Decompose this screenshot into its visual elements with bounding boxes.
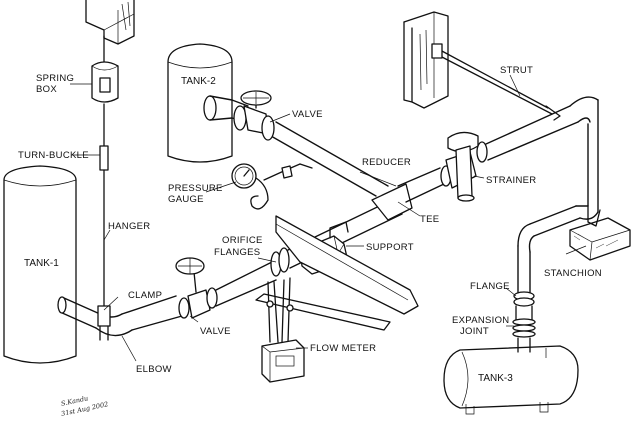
ceiling-beam-right: [403, 11, 449, 109]
tank-3: TANK-3: [443, 345, 579, 415]
label-flange: FLANGE: [470, 281, 510, 292]
tank-2-label: TANK-2: [181, 76, 216, 87]
label-pressure-2: GAUGE: [168, 194, 204, 205]
strut: [431, 43, 561, 121]
label-stanchion: STANCHION: [544, 268, 602, 279]
label-valve-top: VALVE: [292, 109, 323, 120]
main-pipe: [57, 121, 445, 337]
label-strainer: STRAINER: [486, 175, 536, 186]
label-expansion-1: EXPANSION: [452, 315, 509, 326]
label-strut: STRUT: [500, 65, 533, 76]
tank-1-label: TANK-1: [24, 258, 59, 269]
spring-hanger: [91, 35, 119, 341]
labels: SPRING BOX TURN-BUCKLE HANGER CLAMP ELBO…: [18, 65, 602, 375]
signature: S.Kandu 31st Aug 2002: [60, 394, 109, 418]
label-support: SUPPORT: [366, 242, 414, 253]
label-pressure-1: PRESSURE: [168, 183, 223, 194]
label-spring-2: BOX: [36, 84, 57, 95]
label-orifice-2: FLANGES: [214, 247, 260, 258]
strainer-assembly: [440, 96, 599, 295]
tank-1: TANK-1: [3, 165, 77, 364]
label-turn-buckle: TURN-BUCKLE: [18, 150, 89, 161]
label-flow-meter: FLOW METER: [310, 343, 376, 354]
stanchion: [569, 205, 631, 261]
label-tee: TEE: [420, 214, 439, 225]
flow-meter: [261, 277, 305, 383]
leader-lines: [70, 74, 587, 362]
support: [255, 215, 419, 331]
label-orifice-1: ORIFICE: [222, 235, 263, 246]
expansion-joint: [512, 291, 536, 353]
label-spring-1: SPRING: [36, 73, 74, 84]
label-reducer: REDUCER: [362, 157, 411, 168]
tank-3-label: TANK-3: [478, 373, 513, 384]
tank-2-branch: [203, 90, 275, 141]
pressure-gauge: [231, 163, 313, 210]
label-expansion-2: JOINT: [460, 326, 489, 337]
label-hanger: HANGER: [108, 221, 150, 232]
ceiling-beam-left: [85, 0, 135, 45]
tank-2: TANK-2: [167, 43, 233, 163]
label-valve-bottom: VALVE: [200, 326, 231, 337]
label-elbow: ELBOW: [136, 364, 172, 375]
label-clamp: CLAMP: [128, 290, 162, 301]
